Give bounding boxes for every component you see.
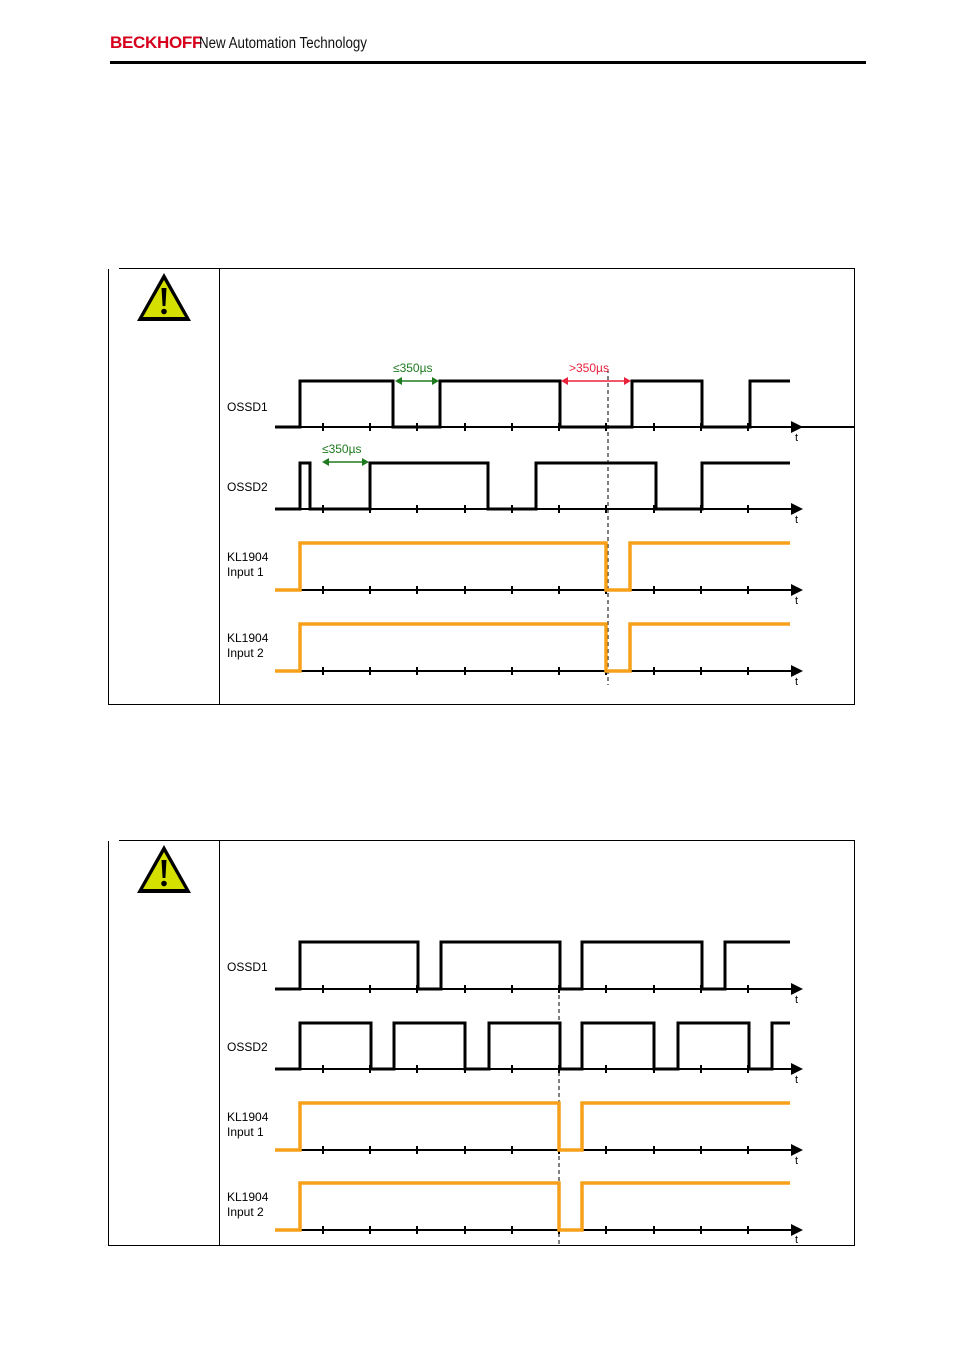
signal-kl1904-input-1: KL1904 Input 1 t — [227, 541, 803, 607]
timing-diagram-2: OSSD1 t OSSD2 — [227, 940, 803, 1245]
signal-ossd1: OSSD1 t ≤350µs >350µs — [227, 361, 855, 444]
signal-label: Input 2 — [227, 1205, 264, 1219]
signal-ossd2: OSSD2 t ≤350µs — [227, 442, 803, 526]
warning-triangle-icon — [137, 845, 191, 893]
time-axis-label: t — [795, 994, 798, 1006]
signal-label: OSSD1 — [227, 960, 268, 974]
time-axis-label: t — [795, 1155, 798, 1167]
signal-label: KL1904 — [227, 550, 269, 564]
signal-ossd1: OSSD1 t — [227, 940, 803, 1006]
signal-ossd2: OSSD2 t — [227, 1021, 803, 1086]
time-axis-label: t — [795, 432, 798, 444]
signal-kl1904-input-1: KL1904 Input 1 t — [227, 1101, 803, 1167]
signal-label: OSSD1 — [227, 400, 268, 414]
pulse-annotation: >350µs — [569, 361, 609, 375]
pulse-annotation: ≤350µs — [393, 361, 433, 375]
annotation-within-ossd1: ≤350µs — [393, 361, 439, 385]
signal-label: OSSD2 — [227, 480, 268, 494]
warning-triangle-icon — [137, 273, 191, 321]
signal-label: OSSD2 — [227, 1040, 268, 1054]
brand-logo: BECKHOFF — [110, 33, 203, 52]
time-axis-label: t — [795, 595, 798, 607]
header-rule — [110, 61, 866, 64]
annotation-exceeded-ossd1: >350µs — [561, 361, 631, 385]
pulse-annotation: ≤350µs — [322, 442, 362, 456]
warning-box-2: OSSD1 t OSSD2 — [108, 840, 855, 1246]
time-axis-label: t — [795, 676, 798, 688]
time-axis-label: t — [795, 1234, 798, 1245]
time-axis-label: t — [795, 1074, 798, 1086]
timing-diagram-1: OSSD1 t ≤350µs >350µs — [227, 361, 855, 688]
signal-label: Input 2 — [227, 646, 264, 660]
time-axis-label: t — [795, 514, 798, 526]
signal-kl1904-input-2: KL1904 Input 2 t — [227, 622, 803, 688]
signal-label: Input 1 — [227, 565, 264, 579]
signal-label: KL1904 — [227, 1190, 269, 1204]
annotation-within-ossd2: ≤350µs — [322, 442, 369, 466]
page-header: BECKHOFF New Automation Technology — [110, 33, 866, 65]
signal-label: Input 1 — [227, 1125, 264, 1139]
signal-kl1904-input-2: KL1904 Input 2 t — [227, 1181, 803, 1245]
signal-label: KL1904 — [227, 1110, 269, 1124]
warning-icon-cell — [108, 268, 220, 704]
brand-tagline: New Automation Technology — [199, 35, 367, 52]
signal-label: KL1904 — [227, 631, 269, 645]
warning-box-1: OSSD1 t ≤350µs >350µs — [108, 268, 855, 705]
warning-icon-cell — [108, 840, 220, 1245]
